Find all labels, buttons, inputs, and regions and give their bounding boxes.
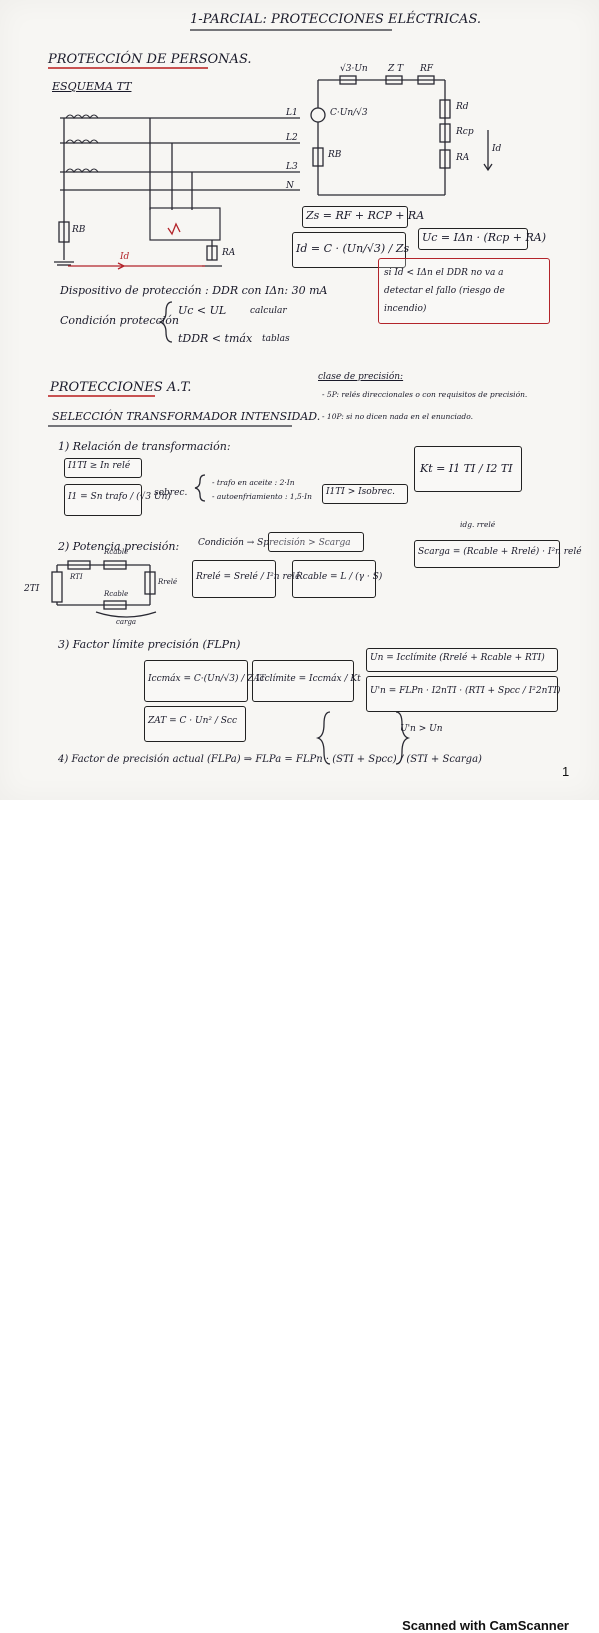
rcable-box (292, 560, 376, 598)
ddr-note: si Id < IΔn el DDR no va a detectar el f… (384, 268, 505, 314)
carga-label: carga (116, 618, 137, 626)
circ-rb: RB (328, 150, 342, 160)
page-number: 1 (562, 764, 570, 779)
i1-res-box (322, 484, 408, 504)
label-id: Id (120, 252, 130, 262)
section-title-at: PROTECCIONES A.T. (50, 380, 192, 395)
zat-formula: ZAT = C · Un² / Scc (148, 716, 237, 726)
id-formula: Id = C · (Un/√3) / Zs (296, 242, 410, 255)
clase-10p: - 10P: si no dicen nada en el enunciado. (322, 412, 473, 421)
subtitle-esquema: ESQUEMA TT (52, 80, 132, 93)
page-title: 1-PARCIAL: PROTECCIONES ELÉCTRICAS. (190, 12, 482, 27)
i1-eq2: I1 = Sn trafo / (√3 Un) (68, 492, 171, 502)
rrele-box (192, 560, 276, 598)
circ-rd: Rd (456, 102, 469, 112)
uc-box (418, 228, 528, 250)
trafo-autoenf: - autoenfriamiento : 1,5·In (212, 492, 312, 501)
cond2: tDDR < tmáx (178, 332, 253, 345)
scarga-formula: Scarga = (Rcable + Rrelé) · I²n relé (418, 547, 582, 557)
ti-label: 2TI (24, 584, 40, 594)
label-rb: RB (72, 225, 86, 235)
zat-box (144, 706, 246, 742)
i1-eq1: I1TI ≥ In relé (68, 461, 131, 471)
trafo-aceite: - trafo en aceite : 2·In (212, 478, 295, 487)
scarga-box (414, 540, 560, 568)
line-l1: L1 (286, 108, 298, 118)
camscanner-label: Scanned with CamScanner (402, 1618, 569, 1633)
circ-id: Id (492, 144, 502, 154)
iccmax-formula: Iccmáx = C·(Un/√3) / ZAT (148, 674, 266, 684)
rcable-bot-label: Rcable (104, 590, 129, 598)
rcable-top-label: Rcable (104, 548, 129, 556)
kt-formula: Kt = I1 TI / I2 TI (420, 462, 513, 475)
sobrec-label: sobrec. (154, 488, 188, 498)
item2-title: 2) Potencia precisión: (58, 540, 180, 553)
i1-res: I1TI > Isobrec. (326, 487, 395, 497)
i1-eq2-box (64, 484, 142, 516)
item4-formula: 4) Factor de precisión actual (FLPa) ⇒ F… (58, 754, 482, 765)
cond1: Uc < UL (178, 304, 227, 317)
circ-src: √3·Un (340, 64, 368, 74)
notebook-sheet: 1-PARCIAL: PROTECCIONES ELÉCTRICAS. PROT… (0, 0, 599, 800)
circ-rcp: Rcp (456, 127, 474, 137)
note-box (378, 258, 550, 324)
id-box (292, 232, 406, 268)
line-l2: L2 (286, 133, 298, 143)
item3-title: 3) Factor límite precisión (FLPn) (58, 638, 241, 651)
un-formula: Un = Icclímite (Rrelé + Rcable + RTI) (370, 653, 545, 663)
footer-bar: Scanned with CamScanner (0, 800, 599, 1633)
un-box (366, 648, 558, 672)
circ-zt: Z T (388, 64, 404, 74)
section-title-personas: PROTECCIÓN DE PERSONAS. (48, 52, 252, 67)
kt-box (414, 446, 522, 492)
rcable-formula: Rcable = L / (γ · S) (296, 572, 383, 582)
circuit-drawings (48, 29, 493, 765)
circ-ce: C·Un/√3 (330, 108, 368, 118)
clase-5p: - 5P: relés direccionales o con requisit… (322, 390, 528, 399)
zs-box (302, 206, 408, 228)
circ-ra: RA (456, 153, 470, 163)
line-l3: L3 (286, 162, 298, 172)
rrele-formula: Rrelé = Srelé / I²n relé (196, 572, 301, 582)
line-n: N (286, 181, 294, 191)
rti-label: RTI (70, 573, 83, 581)
label-ra: RA (222, 248, 236, 258)
zs-formula: Zs = RF + RCP + RA (306, 209, 425, 222)
uc-formula: Uc = IΔn · (Rcp + RA) (422, 231, 547, 244)
icclim-formula: Icclímite = Iccmáx / Kt (256, 674, 361, 684)
un2-formula: U'n = FLPn · I2nTI · (RTI + Spcc / I²2nT… (370, 686, 561, 696)
item1-title: 1) Relación de transformación: (58, 440, 231, 453)
item2-cond: Condición → Sprecisión > Scarga (198, 538, 351, 548)
un2-box (366, 676, 558, 712)
un-cond: U'n > Un (400, 724, 443, 734)
item2-cond-box (268, 532, 364, 552)
clase-title: clase de precisión: (318, 372, 404, 382)
cond-label: Condición protección (60, 314, 179, 327)
i1-eq1-box (64, 458, 142, 478)
device-text: Dispositivo de protección : DDR con IΔn:… (60, 284, 328, 297)
rrele-label: Rrelé (158, 578, 178, 586)
cond2-note: tablas (262, 334, 290, 344)
subtitle-ti: SELECCIÓN TRANSFORMADOR INTENSIDAD. (52, 410, 321, 423)
iccmax-box (144, 660, 248, 702)
icclim-box (252, 660, 354, 702)
cond1-note: calcular (250, 306, 287, 316)
idg-note: idg. rrelé (460, 520, 496, 529)
circ-zl: RF (420, 64, 434, 74)
